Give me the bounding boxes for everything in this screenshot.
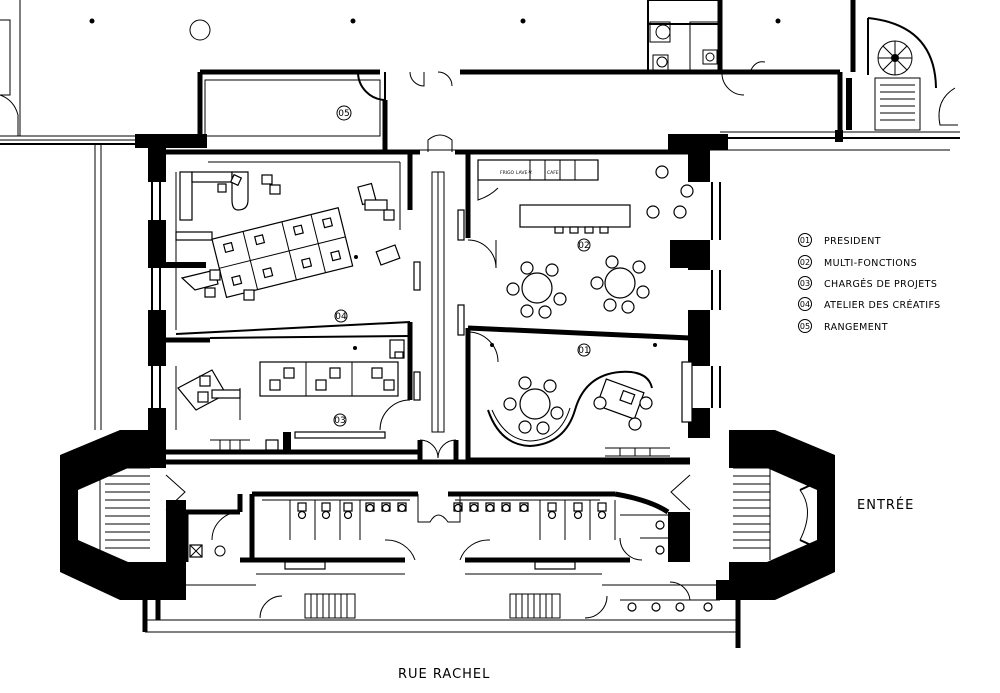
legend-item-01: 01 PRESIDENT: [798, 233, 881, 247]
central-corridor: [413, 134, 465, 460]
room-number-04-circle: [334, 309, 348, 323]
legend-item-03: 03 CHARGÉS DE PROJETS: [798, 276, 937, 290]
legend-item-04: 04 ATELIER DES CRÉATIFS: [798, 297, 941, 311]
bottom-stair-left: [304, 593, 356, 619]
legend: 01 PRESIDENT 02 MULTI-FONCTIONS 03 CHARG…: [798, 233, 941, 333]
toilets-right: [453, 502, 607, 520]
room-number-01: 01: [578, 346, 589, 356]
room-number-02: 02: [578, 241, 589, 251]
room-02: FRIGO LAVE-V. CAFE 02: [465, 152, 694, 463]
column-round: [189, 19, 211, 41]
legend-number: 03: [800, 279, 810, 288]
toilets-left: [297, 502, 407, 520]
room-number-04: 04: [335, 312, 347, 322]
lower-right-washroom: [620, 581, 720, 612]
entrance-label: ENTRÉE: [857, 497, 914, 513]
kitchen-fridge-label: FRIGO: [500, 170, 515, 176]
legend-number: 02: [800, 258, 810, 267]
upper-building: 05: [0, 0, 960, 151]
legend-label: ATELIER DES CRÉATIFS: [824, 299, 941, 311]
room-number-05: 05: [338, 109, 349, 119]
room-number-03-circle: [333, 413, 347, 427]
right-stair: [733, 467, 771, 560]
legend-item-05: 05 RANGEMENT: [798, 319, 888, 333]
lower-section: [60, 430, 835, 648]
bottom-stair-right: [509, 593, 561, 619]
room-number-05-circle: [336, 105, 352, 121]
legend-item-02: 02 MULTI-FONCTIONS: [798, 255, 917, 269]
kitchen-dishwasher-label: LAVE-V.: [516, 170, 533, 176]
upper-right-stair: [874, 77, 921, 131]
legend-label: MULTI-FONCTIONS: [824, 258, 917, 269]
room-03: 03: [166, 335, 420, 455]
room-number-02-circle: [577, 238, 591, 252]
room-04: 04: [175, 152, 413, 400]
legend-number: 01: [800, 236, 810, 245]
street-label: RUE RACHEL: [398, 667, 490, 682]
legend-label: RANGEMENT: [824, 322, 888, 333]
legend-label: PRESIDENT: [824, 236, 881, 247]
left-stair: [99, 467, 150, 560]
room-01: 01: [487, 343, 693, 457]
legend-number: 05: [800, 322, 810, 331]
legend-number: 04: [800, 300, 810, 309]
room-number-01-circle: [577, 343, 591, 357]
kitchen-coffee-label: CAFE: [547, 170, 559, 176]
legend-label: CHARGÉS DE PROJETS: [824, 278, 937, 290]
room-number-03: 03: [334, 416, 345, 426]
